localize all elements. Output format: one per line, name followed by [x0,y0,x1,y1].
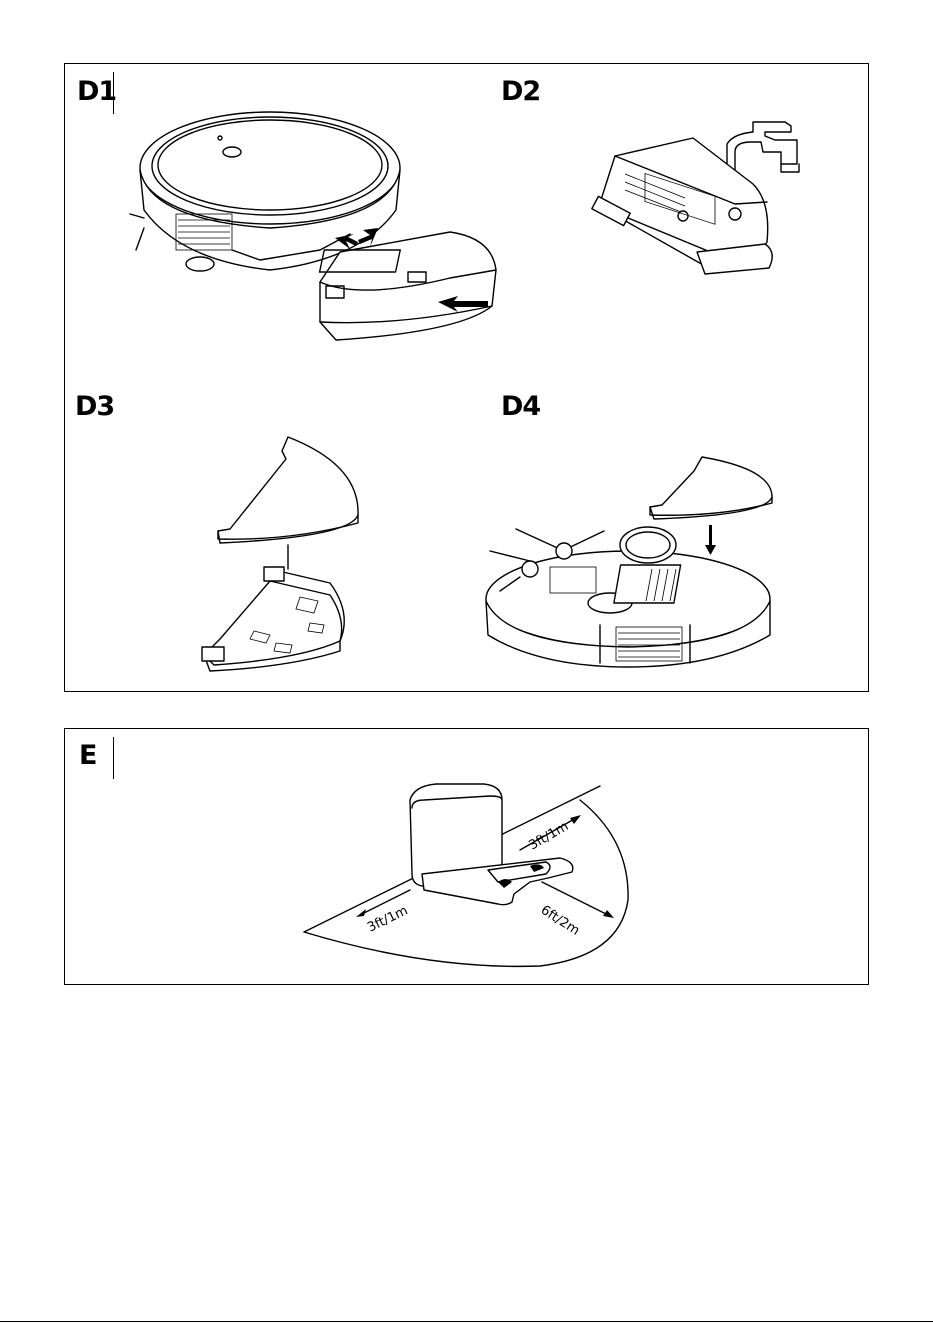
mop-pad [218,437,358,543]
measurement-front: 6ft/2m [538,903,582,939]
label-d1-divider [113,72,114,114]
d2-illustration [585,112,825,297]
robot-vacuum-top [130,112,400,271]
page-bottom-rule [0,1321,933,1322]
d1-illustration [120,110,500,350]
faucet-icon [727,122,799,172]
label-e-divider [113,737,114,779]
e-illustration: 3ft/1m 3ft/1m 6ft/2m [290,770,650,980]
measurement-top-right: 3ft/1m [527,819,572,854]
water-tank [202,567,344,671]
label-d4: D4 [501,393,540,420]
robot-vacuum-underside [486,527,770,667]
d3-illustration [190,435,370,685]
measurement-left: 3ft/1m [365,903,410,935]
insert-arrow [705,525,716,555]
mop-pad [650,457,772,519]
filter-tray [592,138,772,274]
label-d2: D2 [501,78,540,105]
label-d1: D1 [77,78,116,105]
label-e: E [79,742,96,769]
d4-illustration [480,455,780,675]
label-d3: D3 [75,393,114,420]
